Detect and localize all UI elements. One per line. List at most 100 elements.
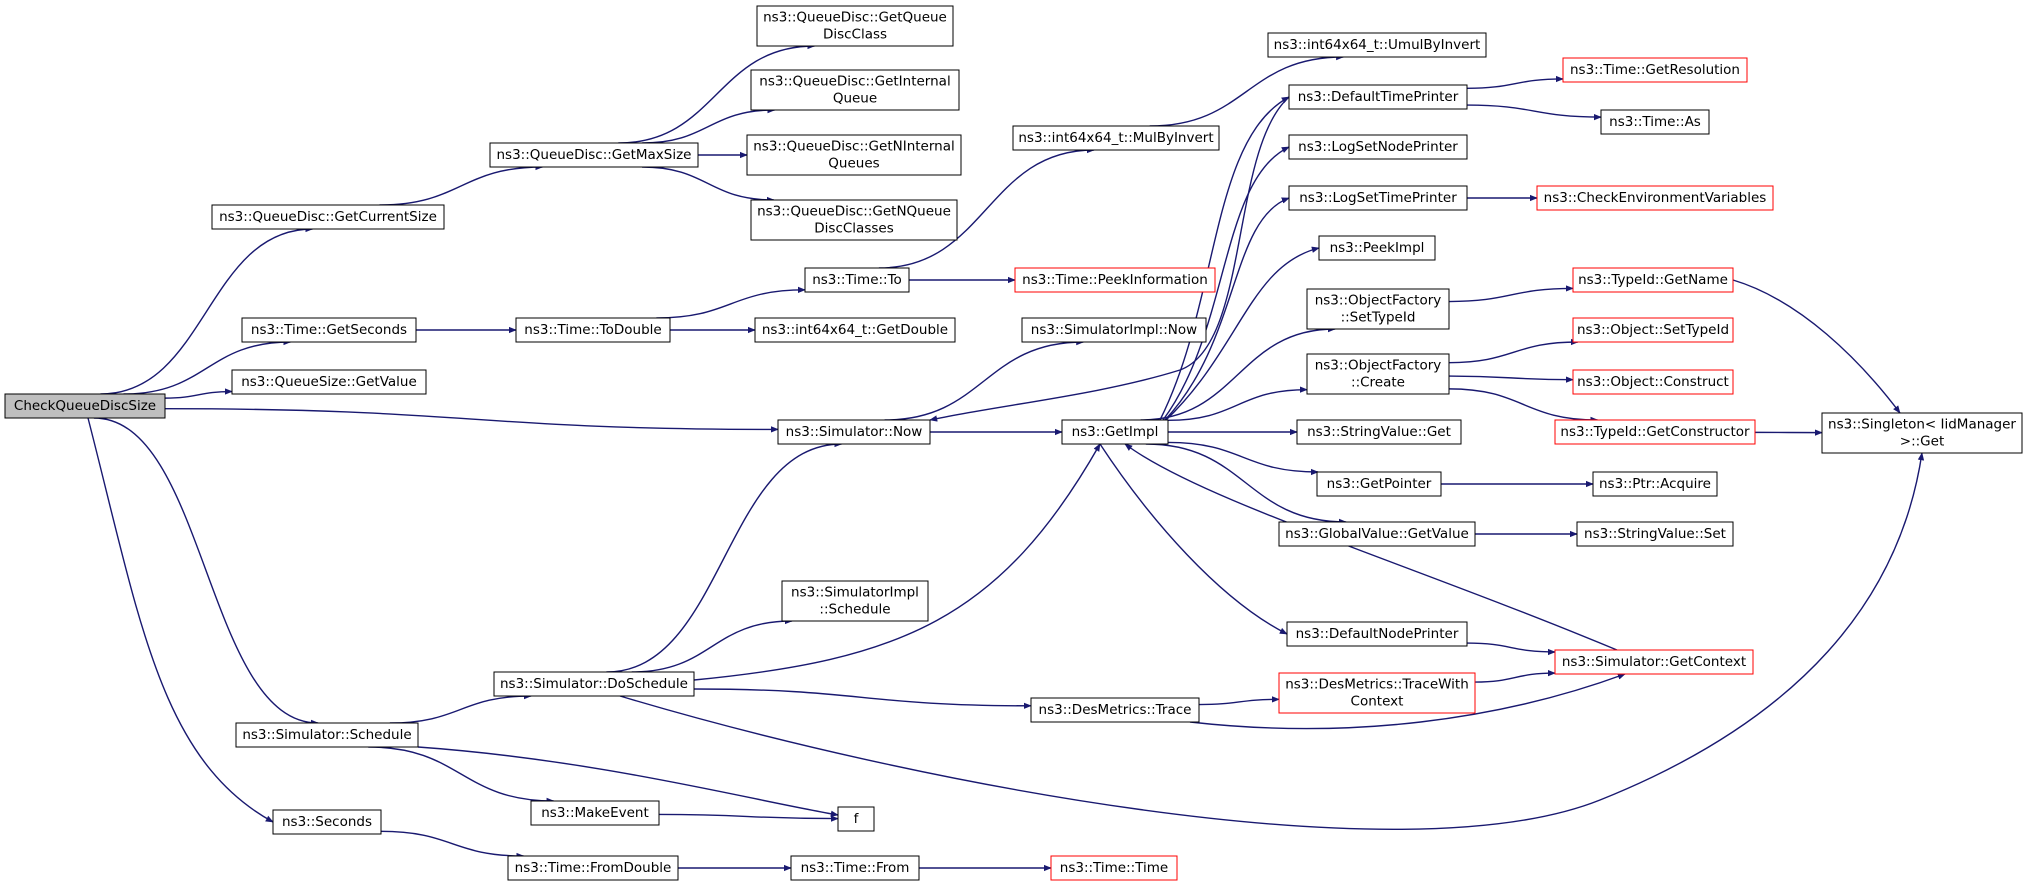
node-default-node-printer-label-1: ns3::DefaultNodePrinter	[1296, 626, 1459, 642]
node-get-resolution[interactable]: ns3::Time::GetResolution	[1562, 57, 1748, 83]
node-time-to-label-1: ns3::Time::To	[812, 272, 902, 288]
node-get-max-size[interactable]: ns3::QueueDisc::GetMaxSize	[489, 142, 699, 168]
edge-trace-with-context-to-sim-get-context	[1474, 669, 1556, 683]
node-obj-construct-box	[1572, 369, 1734, 395]
node-sim-impl-schedule-box	[781, 580, 929, 622]
node-time-time-label-1: ns3::Time::Time	[1060, 860, 1168, 876]
node-of-create-box	[1306, 353, 1450, 395]
node-des-trace[interactable]: ns3::DesMetrics::Trace	[1030, 697, 1200, 723]
node-get-impl[interactable]: ns3::GetImpl	[1061, 419, 1169, 445]
edge-get-impl-to-of-set-type-id	[1140, 325, 1337, 421]
node-get-current-size-label-1: ns3::QueueDisc::GetCurrentSize	[219, 209, 437, 225]
node-of-create[interactable]: ns3::ObjectFactory::Create	[1306, 353, 1450, 395]
node-umul-by-invert-box	[1267, 32, 1487, 58]
node-get-seconds[interactable]: ns3::Time::GetSeconds	[241, 317, 417, 343]
node-peek-information-label-1: ns3::Time::PeekInformation	[1022, 272, 1208, 288]
edge-sim-schedule-to-f	[417, 746, 839, 817]
node-get-resolution-label-1: ns3::Time::GetResolution	[1570, 62, 1740, 78]
node-seconds[interactable]: ns3::Seconds	[272, 809, 382, 835]
node-sim-impl-now[interactable]: ns3::SimulatorImpl::Now	[1021, 317, 1207, 343]
node-time-to[interactable]: ns3::Time::To	[804, 267, 910, 293]
node-seconds-box	[272, 809, 382, 835]
node-time-time[interactable]: ns3::Time::Time	[1050, 855, 1178, 881]
node-of-create-label-1: ns3::ObjectFactory	[1315, 358, 1442, 374]
node-get-constructor-box	[1554, 419, 1756, 445]
node-sim-impl-schedule-label-1: ns3::SimulatorImpl	[791, 585, 919, 601]
node-singleton-get[interactable]: ns3::Singleton< IidManager>::Get	[1821, 412, 2023, 454]
edge-mul-by-invert-to-umul-by-invert	[1149, 53, 1345, 127]
node-sim-get-context[interactable]: ns3::Simulator::GetContext	[1554, 649, 1754, 675]
node-sim-schedule[interactable]: ns3::Simulator::Schedule	[235, 722, 419, 748]
node-make-event[interactable]: ns3::MakeEvent	[530, 800, 660, 826]
node-time-from-label-1: ns3::Time::From	[801, 860, 910, 876]
node-get-pointer-box	[1316, 471, 1442, 497]
node-get-queue-disc-class-box	[756, 5, 954, 47]
node-do-schedule-label-1: ns3::Simulator::DoSchedule	[500, 676, 688, 692]
node-des-trace-label-1: ns3::DesMetrics::Trace	[1039, 702, 1192, 718]
node-time-from[interactable]: ns3::Time::From	[790, 855, 920, 881]
node-get-seconds-label-1: ns3::Time::GetSeconds	[251, 322, 407, 338]
node-get-constructor[interactable]: ns3::TypeId::GetConstructor	[1554, 419, 1756, 445]
node-to-double[interactable]: ns3::Time::ToDouble	[515, 317, 671, 343]
edge-get-max-size-to-get-nqueue-disc-classes	[641, 166, 775, 204]
node-get-queue-disc-class-label-2: DiscClass	[823, 27, 887, 43]
node-get-pointer[interactable]: ns3::GetPointer	[1316, 471, 1442, 497]
node-get-impl-label-1: ns3::GetImpl	[1072, 424, 1159, 440]
edges-layer	[87, 42, 1925, 872]
node-log-set-node-printer[interactable]: ns3::LogSetNodePrinter	[1288, 134, 1468, 160]
nodes-layer: CheckQueueDiscSize ns3::QueueDisc::GetCur…	[4, 5, 2023, 881]
edge-des-trace-to-trace-with-context	[1198, 696, 1280, 706]
node-f-box	[837, 806, 875, 832]
node-obj-set-type-id[interactable]: ns3::Object::SetTypeId	[1572, 317, 1734, 343]
node-global-value-get-value[interactable]: ns3::GlobalValue::GetValue	[1278, 521, 1476, 547]
node-get-queue-disc-class-label-1: ns3::QueueDisc::GetQueue	[763, 10, 947, 26]
node-get-ninternal-queues-label-1: ns3::QueueDisc::GetNInternal	[753, 139, 955, 155]
node-ptr-acquire[interactable]: ns3::Ptr::Acquire	[1592, 471, 1718, 497]
node-default-node-printer[interactable]: ns3::DefaultNodePrinter	[1286, 621, 1468, 647]
node-sim-impl-schedule[interactable]: ns3::SimulatorImpl::Schedule	[781, 580, 929, 622]
node-peek-impl[interactable]: ns3::PeekImpl	[1318, 235, 1436, 261]
node-umul-by-invert[interactable]: ns3::int64x64_t::UmulByInvert	[1267, 32, 1487, 58]
node-type-id-get-name[interactable]: ns3::TypeId::GetName	[1572, 267, 1734, 293]
node-peek-information-box	[1014, 267, 1216, 293]
node-queue-size-get-value[interactable]: ns3::QueueSize::GetValue	[231, 369, 427, 395]
node-string-value-get[interactable]: ns3::StringValue::Get	[1296, 419, 1462, 445]
node-log-set-time-printer[interactable]: ns3::LogSetTimePrinter	[1288, 185, 1468, 211]
node-get-constructor-label-1: ns3::TypeId::GetConstructor	[1560, 424, 1750, 440]
node-get-current-size[interactable]: ns3::QueueDisc::GetCurrentSize	[211, 204, 445, 230]
node-sim-get-context-label-1: ns3::Simulator::GetContext	[1562, 654, 1746, 670]
edge-root-to-seconds	[87, 417, 274, 823]
node-get-double[interactable]: ns3::int64x64_t::GetDouble	[754, 317, 956, 343]
node-get-ninternal-queues-box	[746, 134, 962, 176]
node-get-nqueue-disc-classes-box	[750, 199, 958, 241]
node-sim-impl-now-box	[1021, 317, 1207, 343]
node-trace-with-context-box	[1278, 672, 1476, 714]
node-mul-by-invert[interactable]: ns3::int64x64_t::MulByInvert	[1012, 125, 1220, 151]
node-check-env-vars-label-1: ns3::CheckEnvironmentVariables	[1544, 190, 1767, 206]
node-check-env-vars[interactable]: ns3::CheckEnvironmentVariables	[1536, 185, 1774, 211]
node-string-value-get-label-1: ns3::StringValue::Get	[1307, 424, 1451, 440]
node-root[interactable]: CheckQueueDiscSize	[4, 393, 166, 419]
node-from-double[interactable]: ns3::Time::FromDouble	[507, 855, 679, 881]
node-queue-size-get-value-label-1: ns3::QueueSize::GetValue	[241, 374, 417, 390]
node-peek-information[interactable]: ns3::Time::PeekInformation	[1014, 267, 1216, 293]
node-f[interactable]: f	[837, 806, 875, 832]
edge-sim-schedule-to-make-event	[368, 746, 555, 805]
edge-default-node-printer-to-sim-get-context	[1466, 642, 1556, 656]
node-simulator-now[interactable]: ns3::Simulator::Now	[777, 419, 931, 445]
node-obj-construct[interactable]: ns3::Object::Construct	[1572, 369, 1734, 395]
node-sim-get-context-box	[1554, 649, 1754, 675]
node-of-set-type-id[interactable]: ns3::ObjectFactory::SetTypeId	[1306, 288, 1450, 330]
node-string-value-set[interactable]: ns3::StringValue::Set	[1576, 521, 1734, 547]
edge-default-time-printer-to-get-resolution	[1466, 75, 1564, 90]
node-default-time-printer[interactable]: ns3::DefaultTimePrinter	[1288, 84, 1468, 110]
node-check-env-vars-box	[1536, 185, 1774, 211]
node-default-time-printer-label-1: ns3::DefaultTimePrinter	[1298, 89, 1459, 105]
node-do-schedule[interactable]: ns3::Simulator::DoSchedule	[493, 671, 695, 697]
node-time-as[interactable]: ns3::Time::As	[1600, 109, 1710, 135]
